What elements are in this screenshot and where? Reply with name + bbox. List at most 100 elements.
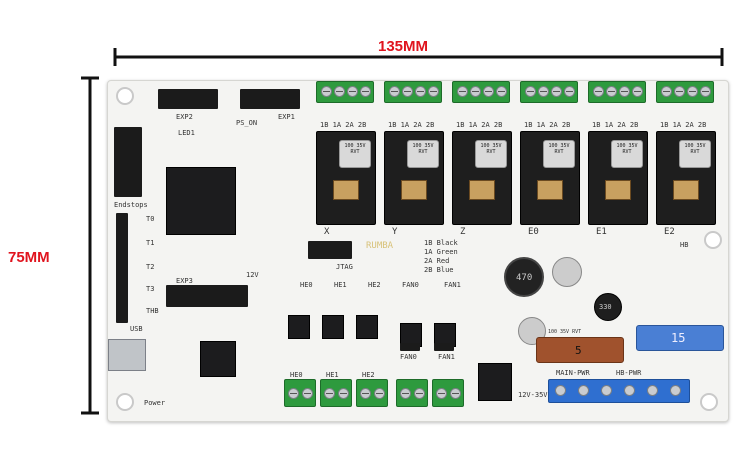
he0-label: HE0 <box>290 371 303 379</box>
12v-label: 12V <box>246 271 259 279</box>
led1-label: LED1 <box>178 129 195 137</box>
fan1-top-label: FAN1 <box>444 281 461 289</box>
driver-capacitor: 100 35V RVT <box>543 140 575 168</box>
driver-capacitor: 100 35V RVT <box>407 140 439 168</box>
mounting-hole <box>116 393 134 411</box>
axis-label-e2: E2 <box>664 227 675 237</box>
wiring-legend-2a: 2A Red <box>424 257 450 265</box>
fuse-15a: 15 <box>636 325 724 351</box>
wiring-legend-2b: 2B Blue <box>424 266 454 274</box>
coil-label-x: 1B 1A 2A 2B <box>320 121 367 129</box>
stepper-driver-e1: 100 35V RVT <box>588 131 648 225</box>
stepper-driver-z: 100 35V RVT <box>452 131 512 225</box>
hb-pwr-label: HB-PWR <box>616 369 642 377</box>
he0-top-label: HE0 <box>300 281 313 289</box>
exp2-label: EXP2 <box>176 113 193 121</box>
jtag-header <box>308 241 352 259</box>
coil-label-y: 1B 1A 2A 2B <box>388 121 435 129</box>
wiring-legend-1a: 1A Green <box>424 248 458 256</box>
he1-label: HE1 <box>326 371 339 379</box>
cap-100-label: 100 35V RVT <box>548 329 582 335</box>
driver-capacitor: 100 35V RVT <box>611 140 643 168</box>
thermistor-header <box>116 213 128 323</box>
brand-label: RUMBA <box>366 241 394 251</box>
coil-label-e0: 1B 1A 2A 2B <box>524 121 571 129</box>
coil-label-z: 1B 1A 2A 2B <box>456 121 503 129</box>
mosfet-he2 <box>356 315 378 339</box>
axis-label-y: Y <box>392 227 398 237</box>
controller-board: 1B 1A 2A 2B 1B 1A 2A 2B 1B 1A 2A 2B 1B 1… <box>107 80 729 422</box>
stepper-terminal-z <box>452 81 510 103</box>
stepper-driver-x: 100 35V RVT <box>316 131 376 225</box>
microstep-dip-switch <box>469 180 495 200</box>
microstep-dip-switch <box>333 180 359 200</box>
microstep-dip-switch <box>605 180 631 200</box>
microstep-dip-switch <box>673 180 699 200</box>
stepper-terminal-e2 <box>656 81 714 103</box>
driver-capacitor: 100 35V RVT <box>475 140 507 168</box>
axis-label-e0: E0 <box>528 227 539 237</box>
mounting-hole <box>700 393 718 411</box>
usb-label: USB <box>130 325 143 333</box>
axis-label-x: X <box>324 227 330 237</box>
coil-label-e1: 1B 1A 2A 2B <box>592 121 639 129</box>
power-terminal-block <box>548 379 690 403</box>
fuse-15a-label: 15 <box>671 331 686 345</box>
fuse-5a-label: 5 <box>575 344 582 357</box>
thb-label: THB <box>146 307 159 315</box>
stepper-driver-y: 100 35V RVT <box>384 131 444 225</box>
inductor-label: 470 <box>516 273 533 283</box>
microstep-dip-switch <box>537 180 563 200</box>
exp2-header <box>158 89 218 109</box>
jtag-label: JTAG <box>336 263 353 271</box>
t0-label: T0 <box>146 215 155 223</box>
mosfet-he1 <box>322 315 344 339</box>
stepper-driver-e0: 100 35V RVT <box>520 131 580 225</box>
he2-label: HE2 <box>362 371 375 379</box>
stepper-driver-e2: 100 35V RVT <box>656 131 716 225</box>
he2-top-label: HE2 <box>368 281 381 289</box>
stepper-terminal-e0 <box>520 81 578 103</box>
endstops-header <box>114 127 142 197</box>
usb-serial-chip <box>200 341 236 377</box>
height-dimension-label: 75MM <box>8 249 50 266</box>
t3-label: T3 <box>146 285 155 293</box>
electrolytic-capacitor <box>552 257 582 287</box>
12v-35v-label: 12V-35V <box>518 391 548 399</box>
power-mosfet <box>478 363 512 401</box>
axis-label-e1: E1 <box>596 227 607 237</box>
fan0-label: FAN0 <box>400 353 417 361</box>
endstops-label: Endstops <box>114 201 148 209</box>
he1-terminal <box>320 379 352 407</box>
mounting-hole <box>704 231 722 249</box>
axis-label-z: Z <box>460 227 466 237</box>
driver-capacitor: 100 35V RVT <box>339 140 371 168</box>
fan0-header <box>400 343 420 351</box>
hb-label: HB <box>680 241 689 249</box>
stepper-terminal-y <box>384 81 442 103</box>
wiring-legend-1b: 1B Black <box>424 239 458 247</box>
mounting-hole <box>116 87 134 105</box>
he0-terminal <box>284 379 316 407</box>
cap-330-label: 330 <box>599 303 612 311</box>
power-inductor: 470 <box>504 257 544 297</box>
power-label: Power <box>144 399 166 407</box>
fan1-label: FAN1 <box>438 353 455 361</box>
exp3-label: EXP3 <box>176 277 193 285</box>
ps-on-label: PS_ON <box>236 119 258 127</box>
coil-label-e2: 1B 1A 2A 2B <box>660 121 707 129</box>
mosfet-he0 <box>288 315 310 339</box>
fan0-top-label: FAN0 <box>402 281 419 289</box>
fan0-terminal <box>396 379 428 407</box>
usb-port <box>108 339 146 371</box>
fan1-terminal <box>432 379 464 407</box>
width-dimension-label: 135MM <box>378 38 429 55</box>
exp1-header <box>240 89 300 109</box>
exp1-label: EXP1 <box>278 113 295 121</box>
stepper-terminal-x <box>316 81 374 103</box>
main-microcontroller <box>166 167 236 235</box>
electrolytic-capacitor-330: 330 <box>594 293 622 321</box>
microstep-dip-switch <box>401 180 427 200</box>
he1-top-label: HE1 <box>334 281 347 289</box>
